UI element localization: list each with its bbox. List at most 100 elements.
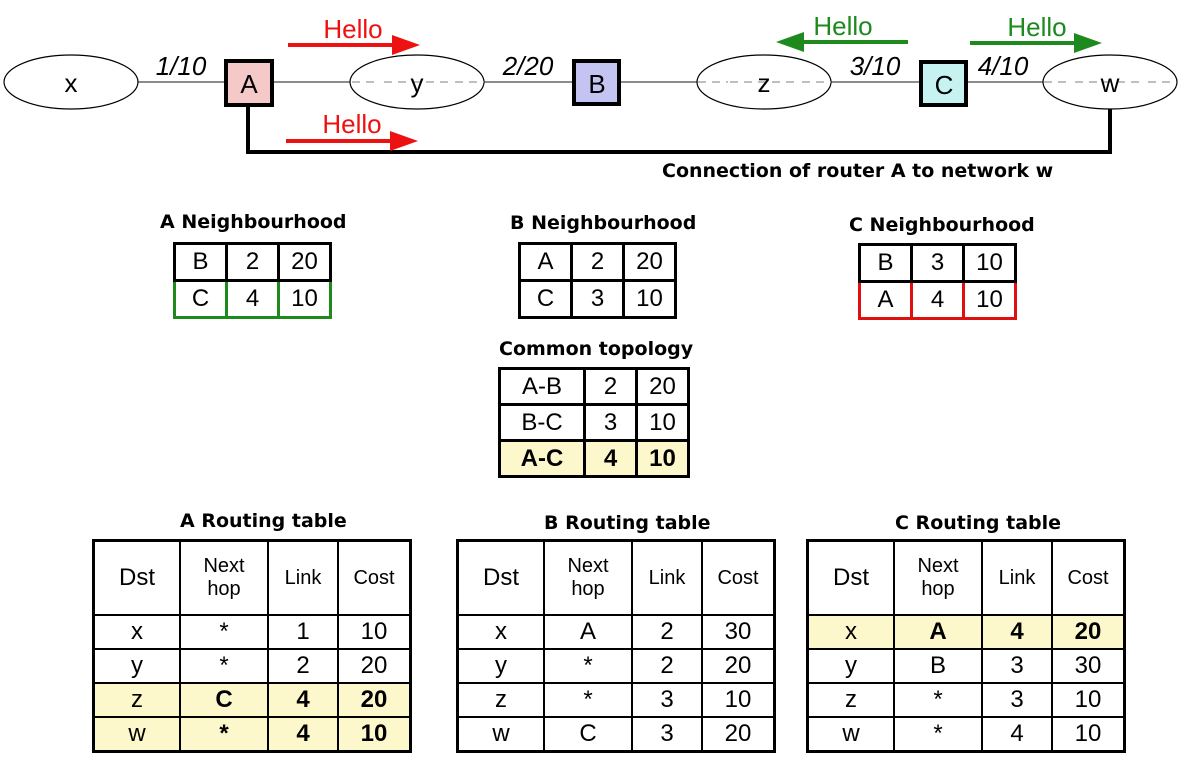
a-routing-table: Dst Next hop Link Cost x * 1 10 y * 2 20…	[92, 539, 412, 753]
arrow-left-icon	[776, 32, 804, 52]
cell: A	[518, 242, 573, 282]
cell: y	[92, 648, 181, 684]
cell: A	[543, 614, 633, 650]
table-header-row: Dst Next hop Link Cost	[456, 539, 776, 616]
column-header-link: Link	[981, 539, 1053, 616]
cell: 2	[225, 242, 280, 282]
network-x	[3, 54, 139, 110]
common-topology-table: A-B 2 20 B-C 3 10 A-C 4 10	[498, 367, 690, 478]
hello-message-C-right: Hello	[970, 12, 1102, 53]
column-header-next-hop: Next hop	[893, 539, 983, 616]
cell: 4	[910, 280, 965, 320]
router-A	[224, 59, 274, 107]
cell: *	[179, 614, 269, 650]
cell: w	[92, 716, 181, 753]
cell: *	[893, 716, 983, 753]
cell: A-B	[498, 367, 586, 406]
cell: 3	[981, 648, 1053, 684]
cell: 3	[570, 279, 625, 319]
cell: x	[806, 614, 895, 650]
table-row: x * 1 10	[92, 614, 412, 650]
cell: 4	[267, 682, 339, 718]
cell: 10	[962, 243, 1017, 283]
cell: 10	[277, 279, 332, 319]
table-row: y * 2 20	[92, 648, 412, 684]
hello-message-C-left: Hello	[776, 11, 908, 52]
cell: 10	[337, 716, 412, 753]
link-C-w-label: 4/10	[978, 51, 1029, 81]
cell: x	[456, 614, 545, 650]
b-neighbourhood-table: A 2 20 C 3 10	[518, 242, 677, 319]
network-w-label: w	[1100, 68, 1120, 98]
cell: C	[543, 716, 633, 753]
table-row: x A 4 20	[806, 614, 1126, 650]
cell: *	[179, 648, 269, 684]
cell: 20	[622, 242, 677, 282]
link-x-A-label: 1/10	[156, 51, 207, 81]
table-row: A 4 10	[858, 280, 1017, 320]
cell: B	[173, 242, 228, 282]
cell: *	[543, 648, 633, 684]
cell: 3	[631, 682, 703, 718]
table-row: w C 3 20	[456, 716, 776, 753]
cell: 4	[981, 716, 1053, 753]
cell: 3	[631, 716, 703, 753]
router-B-label: B	[588, 69, 605, 99]
table-row: y * 2 20	[456, 648, 776, 684]
cell: A-C	[498, 439, 586, 478]
table-row: C 3 10	[518, 279, 677, 319]
hello-message-A-top: Hello	[288, 14, 420, 55]
arrow-right-icon	[1074, 33, 1102, 53]
cell: y	[456, 648, 545, 684]
cell: A	[893, 614, 983, 650]
column-header-cost: Cost	[337, 539, 412, 616]
hello-message-A-bottom: Hello	[286, 109, 418, 151]
cell: 30	[701, 614, 776, 650]
table-row: x A 2 30	[456, 614, 776, 650]
column-header-dst: Dst	[456, 539, 545, 616]
common-topology-title: Common topology	[499, 338, 694, 360]
table-row: z * 3 10	[456, 682, 776, 718]
column-header-dst: Dst	[806, 539, 895, 616]
column-header-link: Link	[267, 539, 339, 616]
cell: *	[543, 682, 633, 718]
svg-text:Hello: Hello	[1007, 12, 1066, 42]
cell: 10	[1051, 682, 1126, 718]
cell: 30	[1051, 648, 1126, 684]
table-header-row: Dst Next hop Link Cost	[806, 539, 1126, 616]
cell: 3	[583, 403, 638, 442]
cell: 2	[631, 614, 703, 650]
table-row: y B 3 30	[806, 648, 1126, 684]
cell: 3	[910, 243, 965, 283]
cell: *	[893, 682, 983, 718]
network-y-label: y	[411, 68, 424, 98]
a-neighbourhood-table: B 2 20 C 4 10	[173, 242, 332, 319]
cell: 2	[267, 648, 339, 684]
cell: *	[179, 716, 269, 753]
column-header-cost: Cost	[701, 539, 776, 616]
cell: 3	[981, 682, 1053, 718]
link-y-B-label: 2/20	[502, 51, 554, 81]
table-row: B 2 20	[173, 242, 332, 282]
router-C-label: C	[935, 70, 954, 100]
connection-A-w	[246, 106, 1112, 154]
cell: B	[858, 243, 913, 283]
connection-caption: Connection of router A to network w	[662, 160, 1054, 182]
column-header-link: Link	[631, 539, 703, 616]
column-header-next-hop: Next hop	[179, 539, 269, 616]
cell: 2	[583, 367, 638, 406]
cell: B	[893, 648, 983, 684]
cell: C	[518, 279, 573, 319]
cell: 10	[635, 403, 690, 442]
table-row: w * 4 10	[92, 716, 412, 753]
cell: w	[806, 716, 895, 753]
router-C	[919, 60, 968, 107]
column-header-cost: Cost	[1051, 539, 1126, 616]
a-routing-table-title: A Routing table	[180, 510, 347, 532]
cell: B-C	[498, 403, 586, 442]
router-A-label: A	[240, 69, 258, 99]
table-row: A-C 4 10	[498, 439, 690, 478]
router-B	[572, 59, 621, 106]
cell: 20	[701, 716, 776, 753]
cell: 10	[1051, 716, 1126, 753]
